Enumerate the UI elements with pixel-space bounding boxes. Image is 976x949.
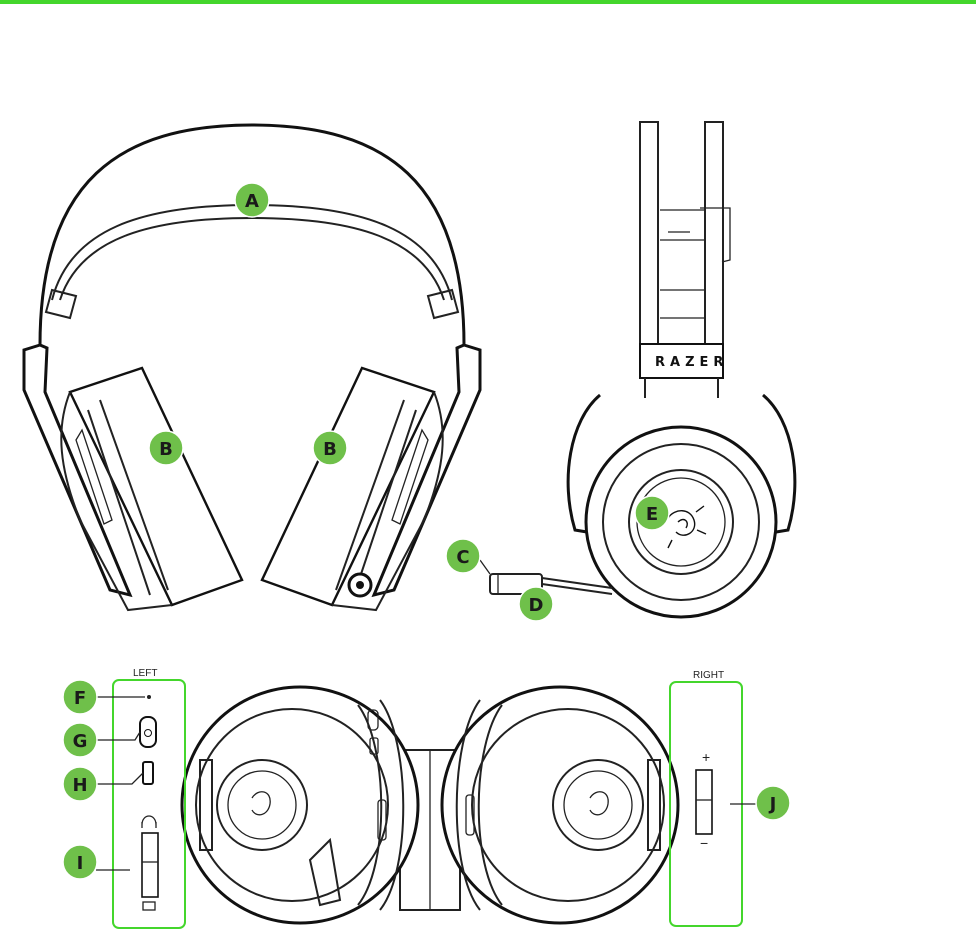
svg-text:D: D	[529, 595, 544, 616]
mic-volume-slider	[142, 833, 158, 897]
usb-port	[143, 762, 153, 784]
svg-text:B: B	[159, 439, 173, 460]
bottom-view-headset	[182, 687, 678, 923]
svg-text:C: C	[456, 547, 469, 568]
power-button	[140, 717, 156, 747]
callout-e: E	[635, 496, 669, 530]
svg-text:B: B	[323, 439, 337, 460]
volume-rocker	[696, 770, 712, 834]
svg-text:I: I	[77, 853, 84, 874]
svg-text:G: G	[73, 731, 88, 752]
callout-h: H	[63, 767, 97, 801]
callout-g: G	[63, 723, 97, 757]
callout-b-left: B	[149, 431, 183, 465]
side-view-headset: RAZER	[490, 122, 795, 617]
headphone-icon	[142, 816, 156, 828]
left-controls-panel: LEFT	[113, 668, 185, 928]
top-accent-bar	[0, 0, 976, 4]
callout-j: J	[756, 786, 790, 820]
volume-minus: −	[700, 835, 708, 851]
callout-f: F	[63, 680, 97, 714]
svg-text:F: F	[74, 688, 86, 709]
callout-c: C	[446, 539, 480, 573]
svg-text:A: A	[245, 191, 259, 212]
status-led	[147, 695, 151, 699]
right-panel-title: RIGHT	[693, 670, 724, 681]
callout-i: I	[63, 845, 97, 879]
volume-plus: +	[702, 749, 710, 765]
left-panel-title: LEFT	[133, 668, 157, 679]
svg-text:J: J	[768, 794, 777, 815]
brand-text: RAZER	[655, 355, 728, 370]
right-controls-panel: RIGHT + −	[670, 670, 742, 926]
svg-text:H: H	[72, 775, 87, 796]
callout-a: A	[235, 183, 269, 217]
svg-text:E: E	[646, 504, 658, 525]
callout-d: D	[519, 587, 553, 621]
callout-b-right: B	[313, 431, 347, 465]
